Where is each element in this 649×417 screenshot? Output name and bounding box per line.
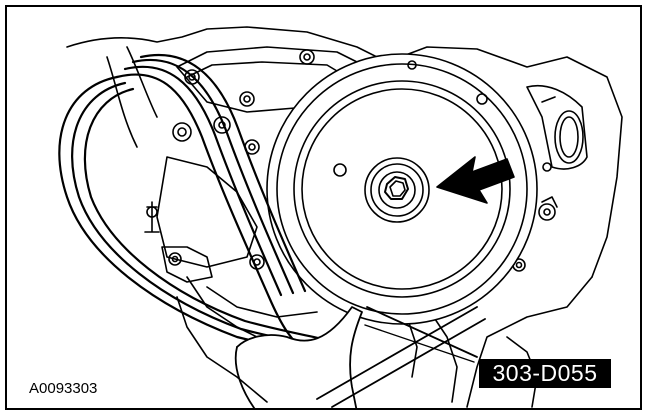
crankshaft-pulley <box>266 53 552 325</box>
tool-callout-label: 303-D055 <box>479 359 611 388</box>
figure-id-label: A0093303 <box>29 380 98 397</box>
special-tool <box>234 306 486 408</box>
engine-illustration <box>58 26 623 408</box>
arrow-icon <box>436 156 515 204</box>
callout-leader <box>364 324 475 363</box>
figure-frame: 303-D055 A0093303 <box>5 5 642 410</box>
